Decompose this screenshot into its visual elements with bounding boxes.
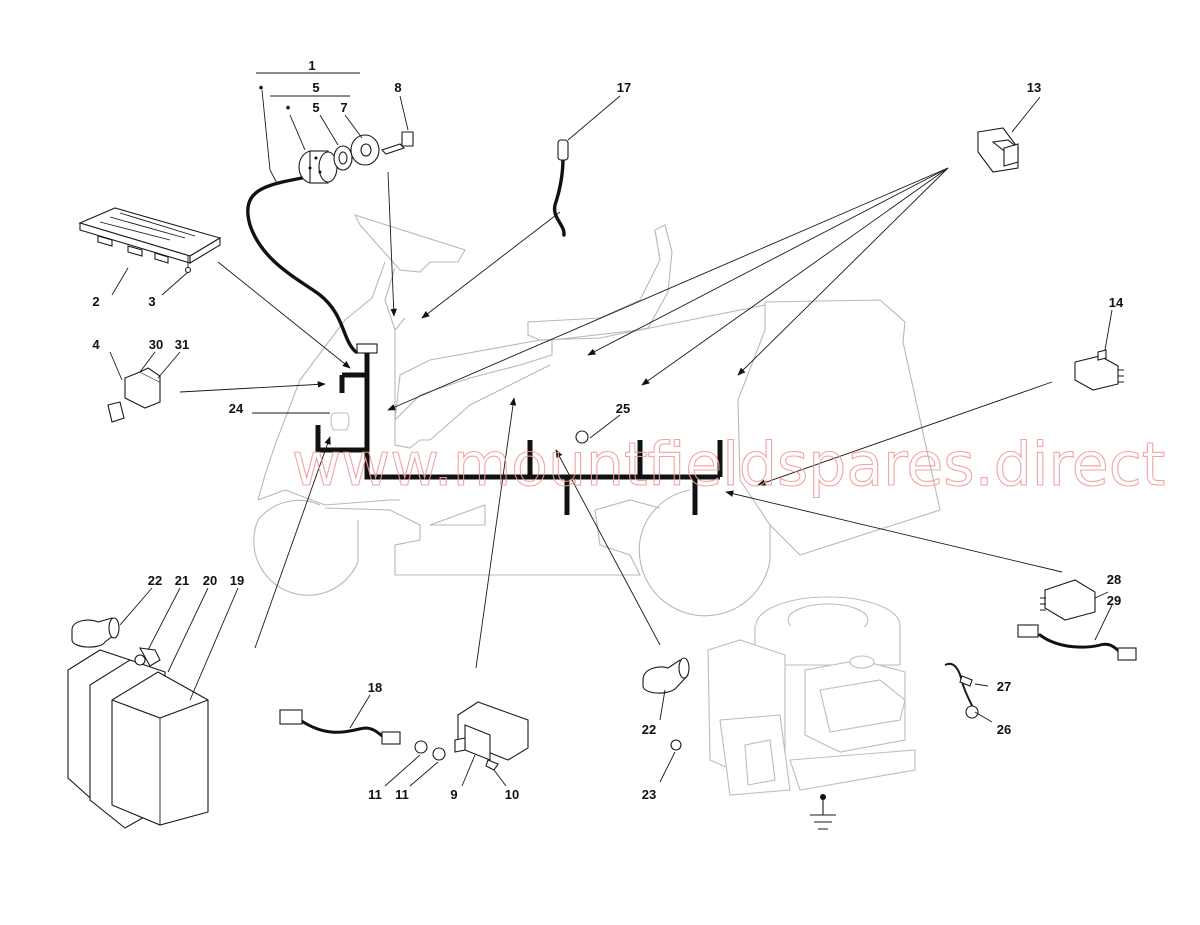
screw-27 [959,675,973,687]
ground-lead-26 [944,662,979,719]
callout-28: 28 [1107,572,1121,587]
callout-3: 3 [148,294,155,309]
callout-5b: 5 [312,100,319,115]
nut-23 [670,739,682,751]
grommet [575,430,589,444]
callout-11b: 11 [395,787,409,802]
main-wiring-harness [246,176,723,515]
fuse-cable-18 [279,709,401,745]
terminal-cover-22-left [71,617,120,648]
callout-13: 13 [1027,80,1041,95]
bullet-dot-2: • [286,100,291,115]
callout-1: 1 [308,58,315,73]
callout-20: 20 [203,573,217,588]
callout-14: 14 [1109,295,1124,310]
engine [707,596,916,796]
callout-5a: 5 [312,80,319,95]
relay-lead [552,139,569,237]
callout-26: 26 [997,722,1011,737]
seat-switch [1074,349,1124,391]
callout-29: 29 [1107,593,1121,608]
callout-31: 31 [175,337,189,352]
ground-symbol-icon [810,794,836,830]
callout-30: 30 [149,337,163,352]
relay-28 [1040,579,1096,621]
callout-17: 17 [617,80,631,95]
callout-22-left: 22 [148,573,162,588]
callout-23: 23 [642,787,656,802]
starter-solenoid [414,701,529,771]
terminal-cover-22-right [642,657,690,694]
callout-19: 19 [230,573,244,588]
callout-22-right: 22 [642,722,656,737]
switch-nut [333,145,353,171]
leader-lines [109,72,1113,787]
battery [67,647,209,829]
callout-24: 24 [229,401,244,416]
ignition-switch [298,150,338,184]
callout-8: 8 [394,80,401,95]
fuse-holder [107,367,161,423]
callout-7: 7 [340,100,347,115]
circuit-board [78,207,222,274]
callout-10: 10 [505,787,519,802]
cable-clip [330,412,350,431]
watermark-text: www.mountfieldspares.direct [292,430,1165,500]
bullet-dot-1: • [259,80,264,95]
callout-9: 9 [450,787,457,802]
callout-18: 18 [368,680,382,695]
callout-11a: 11 [368,787,382,802]
rocker-switch [977,127,1020,173]
callout-27: 27 [997,679,1011,694]
ignition-key [380,131,414,155]
callout-4: 4 [92,337,100,352]
callout-labels: 1 5 5 7 8 17 13 2 3 4 30 31 24 25 14 22 … [92,58,1124,802]
callout-21: 21 [175,573,189,588]
callout-25: 25 [616,401,630,416]
tractor-outline [253,214,941,617]
switch-bezel [350,134,380,166]
callout-2: 2 [92,294,99,309]
cable-29 [1017,624,1137,661]
